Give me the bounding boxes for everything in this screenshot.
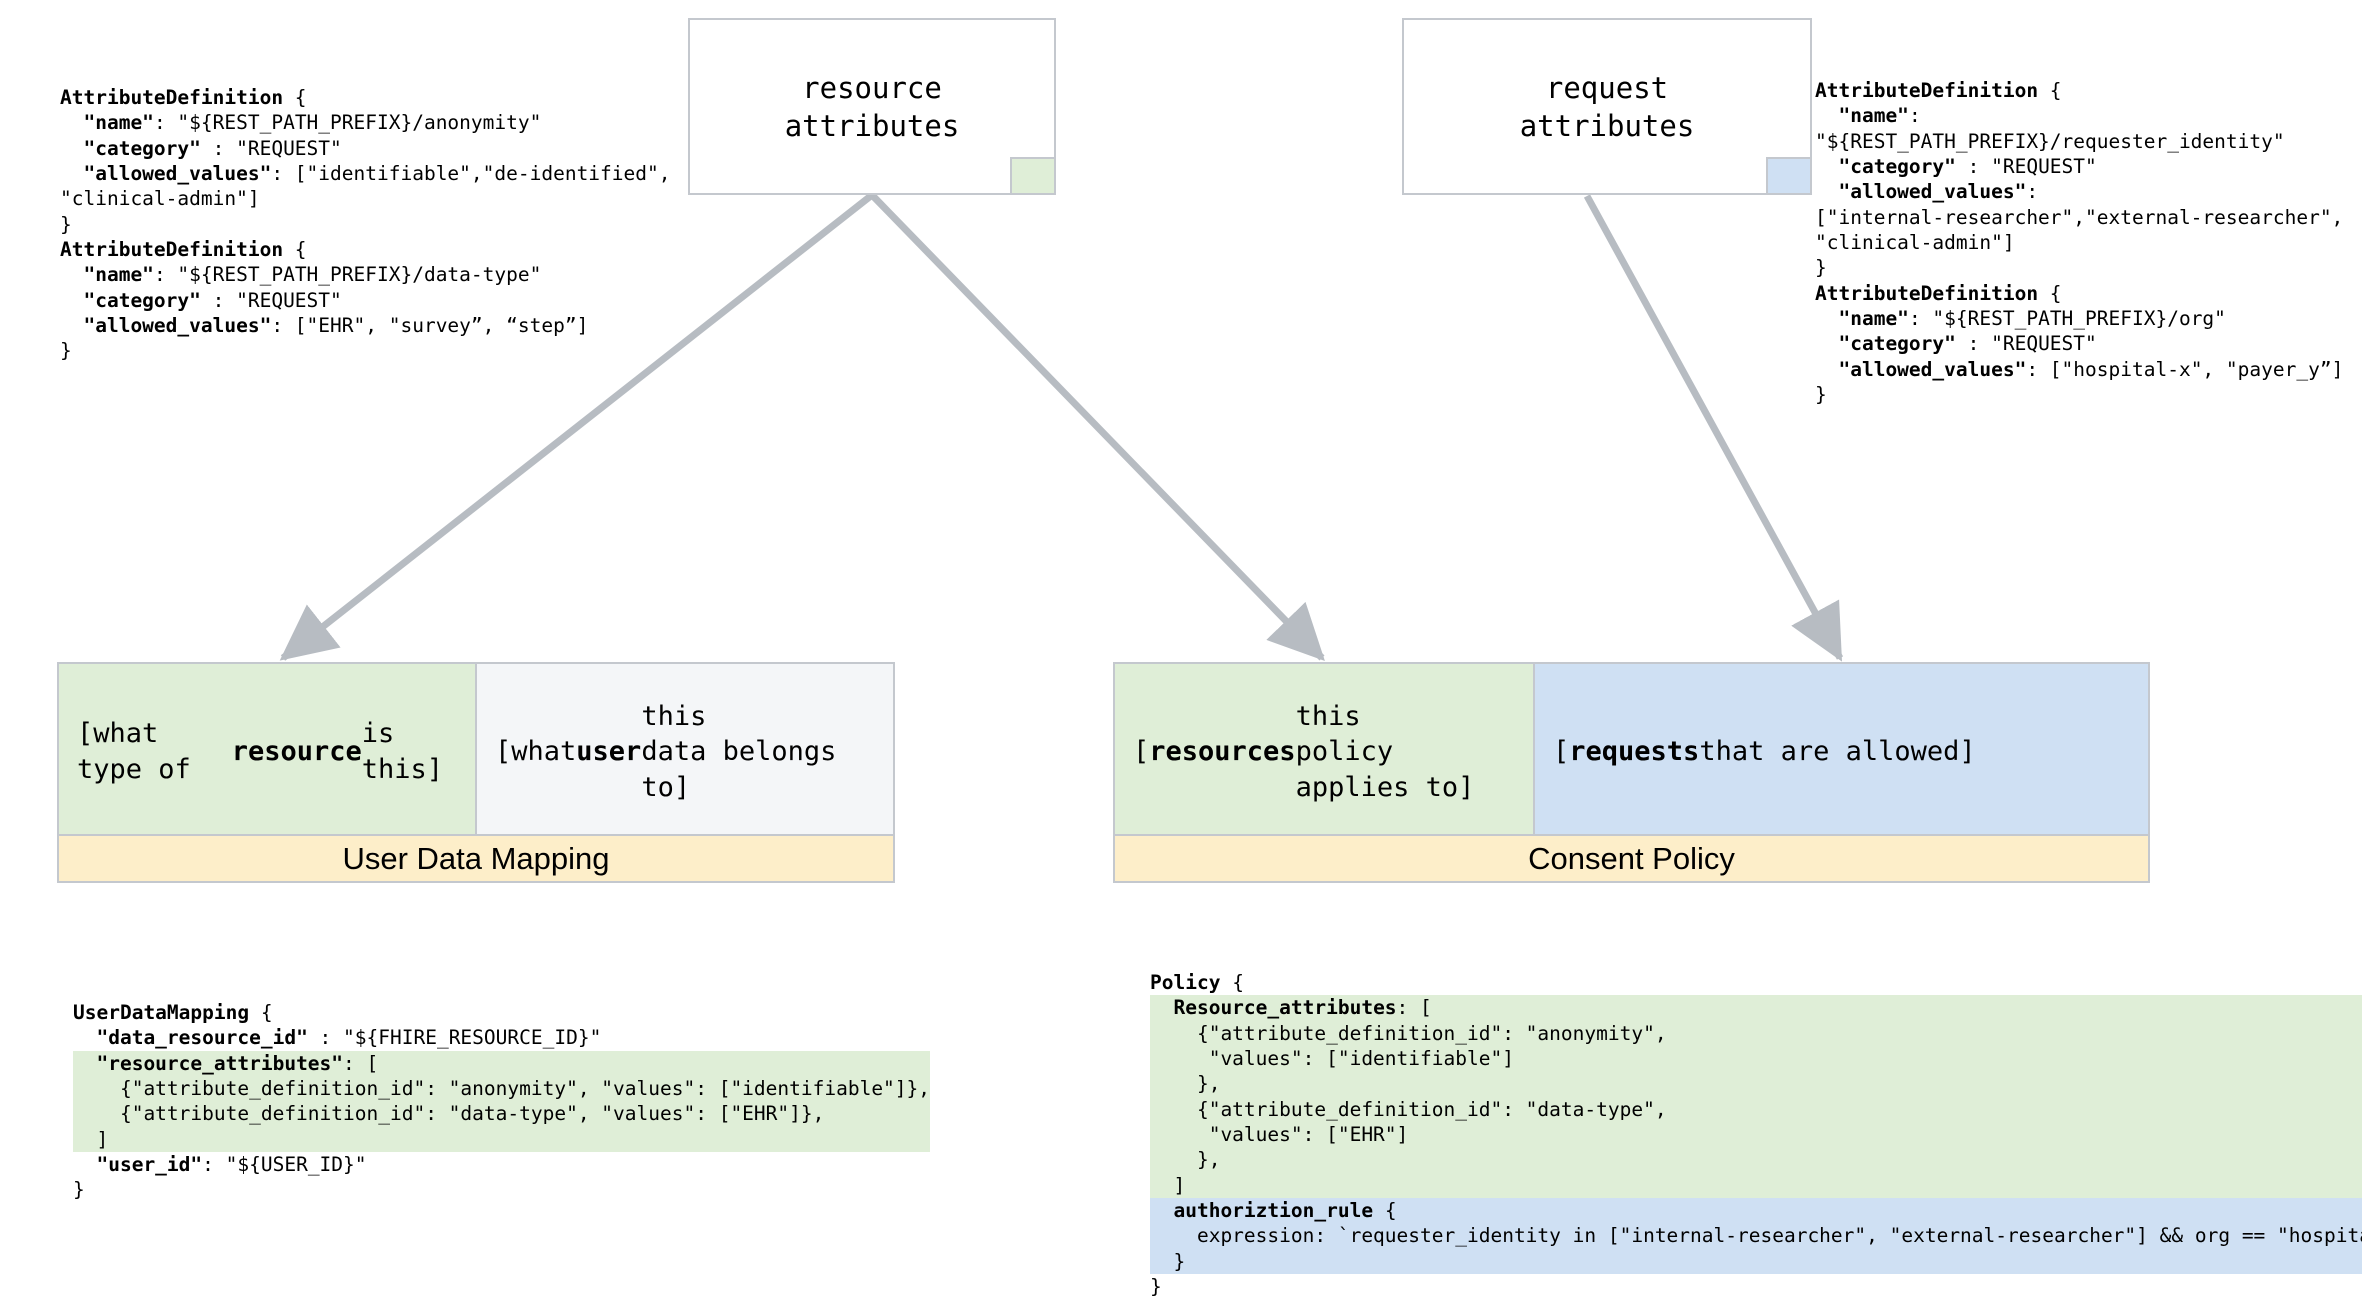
- code-line: "user_id": "${USER_ID}": [96, 1153, 367, 1177]
- user-data-mapping-user-pane: [what user this data belongs to]: [475, 664, 893, 840]
- code-line: expression: `requester_identity in ["int…: [1150, 1223, 2362, 1249]
- request-blue-swatch: [1766, 157, 1812, 195]
- code-line: AttributeDefinition {: [1815, 281, 2062, 305]
- code-line: "name": "${REST_PATH_PREFIX}/data-type": [83, 263, 542, 287]
- resource-attributes-box[interactable]: resource attributes: [688, 18, 1056, 195]
- code-line: {"attribute_definition_id": "anonymity",: [1150, 1020, 2362, 1047]
- arrow-request-to-consent-policy: [1583, 194, 1844, 662]
- code-line: "category" : "REQUEST": [83, 136, 342, 160]
- code-line: ]: [73, 1126, 931, 1153]
- code-line: authoriztion_rule {: [1150, 1198, 2362, 1224]
- code-line: }: [1815, 256, 1827, 280]
- code-line: },: [1150, 1071, 2362, 1097]
- code-line: "name": "${REST_PATH_PREFIX}/org": [1838, 307, 2226, 331]
- code-line: "allowed_values": ["EHR", "survey”, “ste…: [83, 314, 589, 338]
- consent-policy-resources-pane: [resources this policy applies to]: [1115, 664, 1533, 840]
- consent-policy-json-code: Policy { Resource_attributes: [ {"attrib…: [1150, 970, 2362, 1299]
- user-data-mapping-resource-pane: [what type of resource is this]: [59, 664, 475, 840]
- request-attributes-box[interactable]: request attributes: [1402, 18, 1812, 195]
- code-line: "${REST_PATH_PREFIX}/requester_identity": [1815, 129, 2285, 153]
- code-line: }: [1150, 1248, 2362, 1275]
- code-line: }: [1150, 1275, 1162, 1299]
- code-line: ["internal-researcher","external-researc…: [1815, 205, 2344, 229]
- consent-policy-entity[interactable]: [resources this policy applies to] [requ…: [1113, 662, 2150, 883]
- code-line: "name": "${REST_PATH_PREFIX}/anonymity": [83, 111, 542, 135]
- code-line: {"attribute_definition_id": "data-type",…: [73, 1101, 931, 1127]
- code-line: "clinical-admin"]: [1815, 231, 2015, 255]
- resource-attributes-title: resource attributes: [784, 71, 960, 143]
- arrow-resource-to-consent-policy: [869, 192, 1325, 662]
- code-line: "category" : "REQUEST": [83, 288, 342, 312]
- code-line: "name":: [1838, 104, 1921, 128]
- code-line: Resource_attributes: [: [1150, 995, 2362, 1021]
- consent-policy-requests-pane: [requests that are allowed]: [1533, 664, 2148, 840]
- code-line: "clinical-admin"]: [60, 187, 260, 211]
- code-line: "resource_attributes": [: [73, 1050, 931, 1077]
- code-line: "data_resource_id" : "${FHIRE_RESOURCE_I…: [96, 1026, 602, 1050]
- resource-green-swatch: [1010, 157, 1056, 195]
- request-attributes-title: request attributes: [1519, 71, 1695, 143]
- user-data-mapping-footer-label: User Data Mapping: [59, 834, 893, 881]
- code-line: {"attribute_definition_id": "anonymity",…: [73, 1076, 931, 1102]
- user-data-mapping-panes: [what type of resource is this] [what us…: [59, 664, 893, 840]
- consent-policy-panes: [resources this policy applies to] [requ…: [1115, 664, 2148, 840]
- code-line: "category" : "REQUEST": [1838, 155, 2097, 179]
- code-line: "allowed_values": ["identifiable","de-id…: [83, 162, 671, 186]
- code-line: AttributeDefinition {: [1815, 79, 2062, 102]
- code-line: Policy {: [1150, 971, 1244, 994]
- user-data-mapping-entity[interactable]: [what type of resource is this] [what us…: [57, 662, 895, 883]
- user-data-mapping-json-code: UserDataMapping { "data_resource_id" : "…: [73, 1000, 931, 1203]
- code-line: AttributeDefinition {: [60, 86, 307, 109]
- code-line: }: [1815, 383, 1827, 407]
- code-line: }: [60, 339, 72, 363]
- code-line: {"attribute_definition_id": "data-type",: [1150, 1096, 2362, 1123]
- attribute-definitions-request-code: AttributeDefinition { "name":"${REST_PAT…: [1815, 78, 2343, 407]
- code-line: "allowed_values":: [1838, 180, 2039, 204]
- code-line: "category" : "REQUEST": [1838, 332, 2097, 356]
- code-line: ]: [1150, 1172, 2362, 1199]
- code-line: }: [73, 1178, 85, 1202]
- code-line: AttributeDefinition {: [60, 238, 307, 262]
- attribute-definitions-resource-code: AttributeDefinition { "name": "${REST_PA…: [60, 85, 671, 364]
- code-line: "values": ["EHR"]: [1150, 1122, 2362, 1148]
- code-line: }: [60, 212, 72, 236]
- code-line: "allowed_values": ["hospital-x", "payer_…: [1838, 357, 2344, 381]
- code-line: },: [1150, 1147, 2362, 1173]
- code-line: "values": ["identifiable"]: [1150, 1046, 2362, 1072]
- consent-policy-footer-label: Consent Policy: [1115, 834, 2148, 881]
- code-line: UserDataMapping {: [73, 1001, 273, 1024]
